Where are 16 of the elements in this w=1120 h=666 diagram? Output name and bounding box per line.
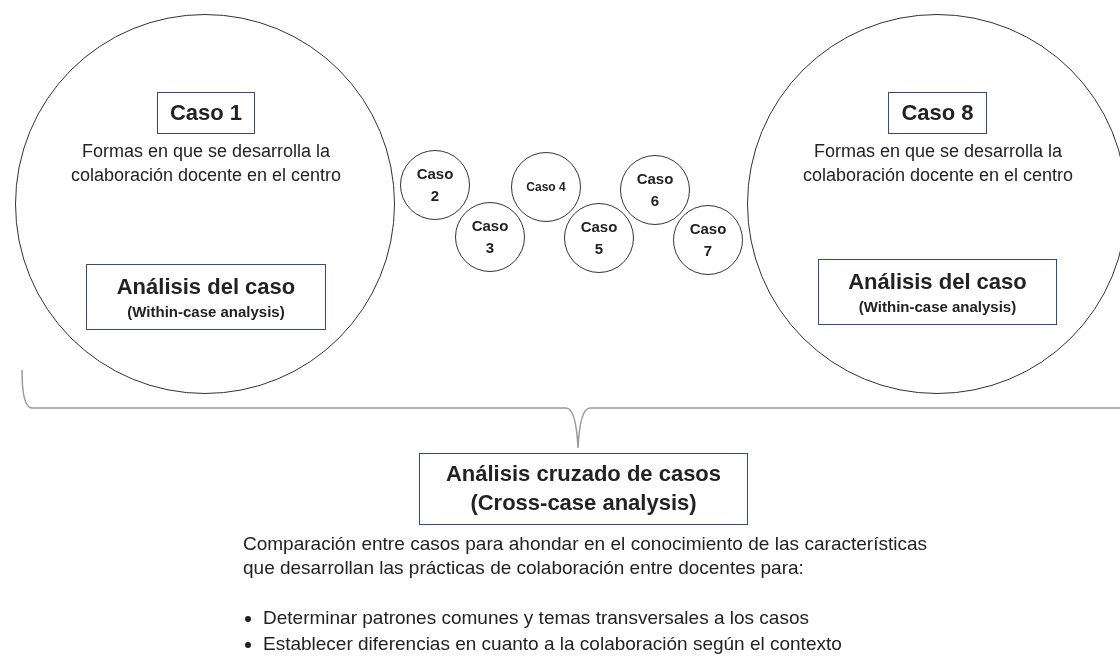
description-paragraph: Comparación entre casos para ahondar en el conocimiento de las características que desarrollan las prácticas de colaboración entre docentes para: bbox=[243, 532, 927, 580]
case-circle: Caso 6 bbox=[620, 155, 690, 225]
case-circle: Caso 4 bbox=[511, 152, 581, 222]
analysis-box: Análisis cruzado de casos (Cross-case analysis) bbox=[419, 453, 748, 525]
description-text: Formas en que se desarrolla la colaboración docente en el centro bbox=[69, 140, 343, 187]
case-title-box: Caso 8 bbox=[888, 92, 987, 134]
analysis-box: Análisis del caso (Within-case analysis) bbox=[86, 264, 326, 330]
bullet-item: Establecer diferencias en cuanto a la colaboración según el contexto bbox=[263, 632, 842, 656]
description-text: Formas en que se desarrolla la colaboración docente en el centro bbox=[801, 140, 1075, 187]
case-circle: Caso 5 bbox=[564, 203, 634, 273]
case-circle: Caso 7 bbox=[673, 205, 743, 275]
case-circle: Caso 3 bbox=[455, 202, 525, 272]
bullet-item: Determinar patrones comunes y temas transversales a los casos bbox=[263, 606, 809, 630]
case-circle: Caso 2 bbox=[400, 150, 470, 220]
case-title-box: Caso 1 bbox=[157, 92, 255, 134]
analysis-box: Análisis del caso (Within-case analysis) bbox=[818, 259, 1057, 325]
